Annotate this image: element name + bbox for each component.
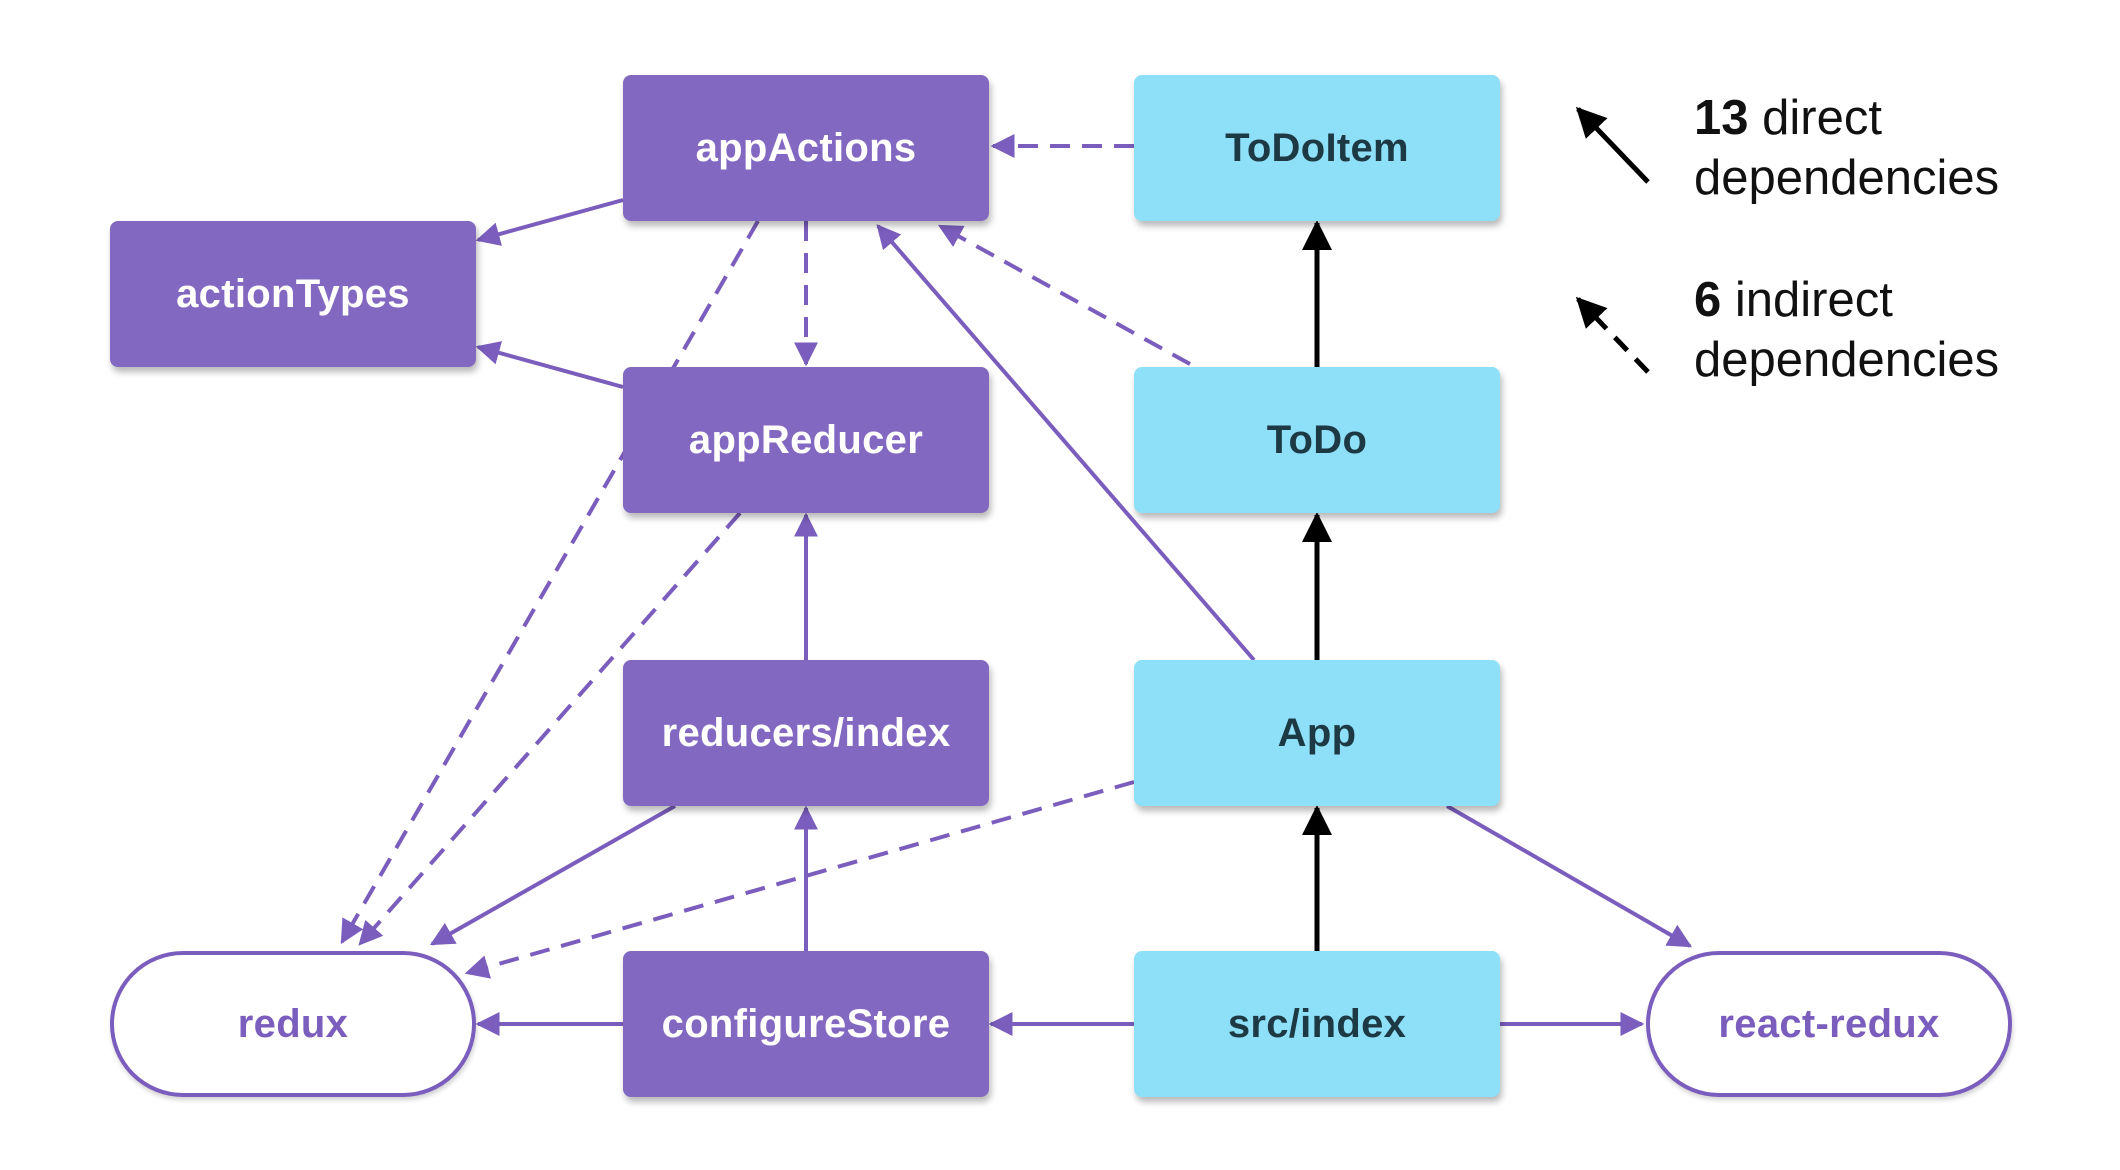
node-label: react-redux	[1718, 1001, 1940, 1046]
node-configureStore: configureStore	[623, 951, 989, 1097]
legend-direct: 13 direct dependencies	[1694, 88, 1999, 208]
node-label: reducers/index	[661, 710, 951, 755]
edge-appActions-to-redux-indirect	[340, 220, 760, 945]
node-label: appReducer	[688, 417, 924, 462]
edge-appActions-to-actionTypes	[475, 198, 624, 246]
node-src-index: src/index	[1134, 951, 1500, 1097]
node-label: ToDo	[1266, 417, 1368, 462]
legend-direct-count: 13	[1694, 91, 1749, 145]
node-actionTypes: actionTypes	[110, 221, 476, 367]
edge-app-to-reactRedux	[1446, 804, 1693, 948]
node-label: configureStore	[661, 1001, 951, 1046]
legend-direct-label: direct	[1748, 91, 1882, 145]
legend-indirect-count: 6	[1694, 273, 1722, 327]
node-ToDoItem: ToDoItem	[1134, 75, 1500, 221]
node-label: appActions	[695, 125, 917, 170]
legend-indirect: 6 indirect dependencies	[1694, 270, 1999, 390]
legend-indirect-line2: dependencies	[1694, 333, 2000, 387]
node-label: redux	[237, 1001, 349, 1046]
node-App: App	[1134, 660, 1500, 806]
node-label: src/index	[1227, 1001, 1407, 1046]
node-label: actionTypes	[176, 271, 410, 316]
node-appReducer: appReducer	[623, 367, 989, 513]
edge-app-to-redux-indirect	[464, 780, 1135, 979]
edge-appReducer-to-actionTypes	[475, 341, 624, 389]
node-label: ToDoItem	[1225, 125, 1409, 170]
node-label: App	[1277, 710, 1357, 755]
node-appActions: appActions	[623, 75, 989, 221]
legend-direct-arrow	[1575, 106, 1650, 184]
edge-reducersIndex-to-redux	[429, 804, 676, 946]
legend-indirect-label: indirect	[1721, 273, 1893, 327]
edge-todo-to-appActions-indirect	[937, 224, 1191, 366]
legend-indirect-arrow	[1575, 296, 1650, 374]
legend-direct-line2: dependencies	[1694, 151, 2000, 205]
edge-app-to-appActions	[876, 224, 1256, 662]
node-redux: redux	[110, 951, 476, 1097]
node-ToDo: ToDo	[1134, 367, 1500, 513]
node-react-redux: react-redux	[1646, 951, 2012, 1097]
node-reducers-index: reducers/index	[623, 660, 989, 806]
